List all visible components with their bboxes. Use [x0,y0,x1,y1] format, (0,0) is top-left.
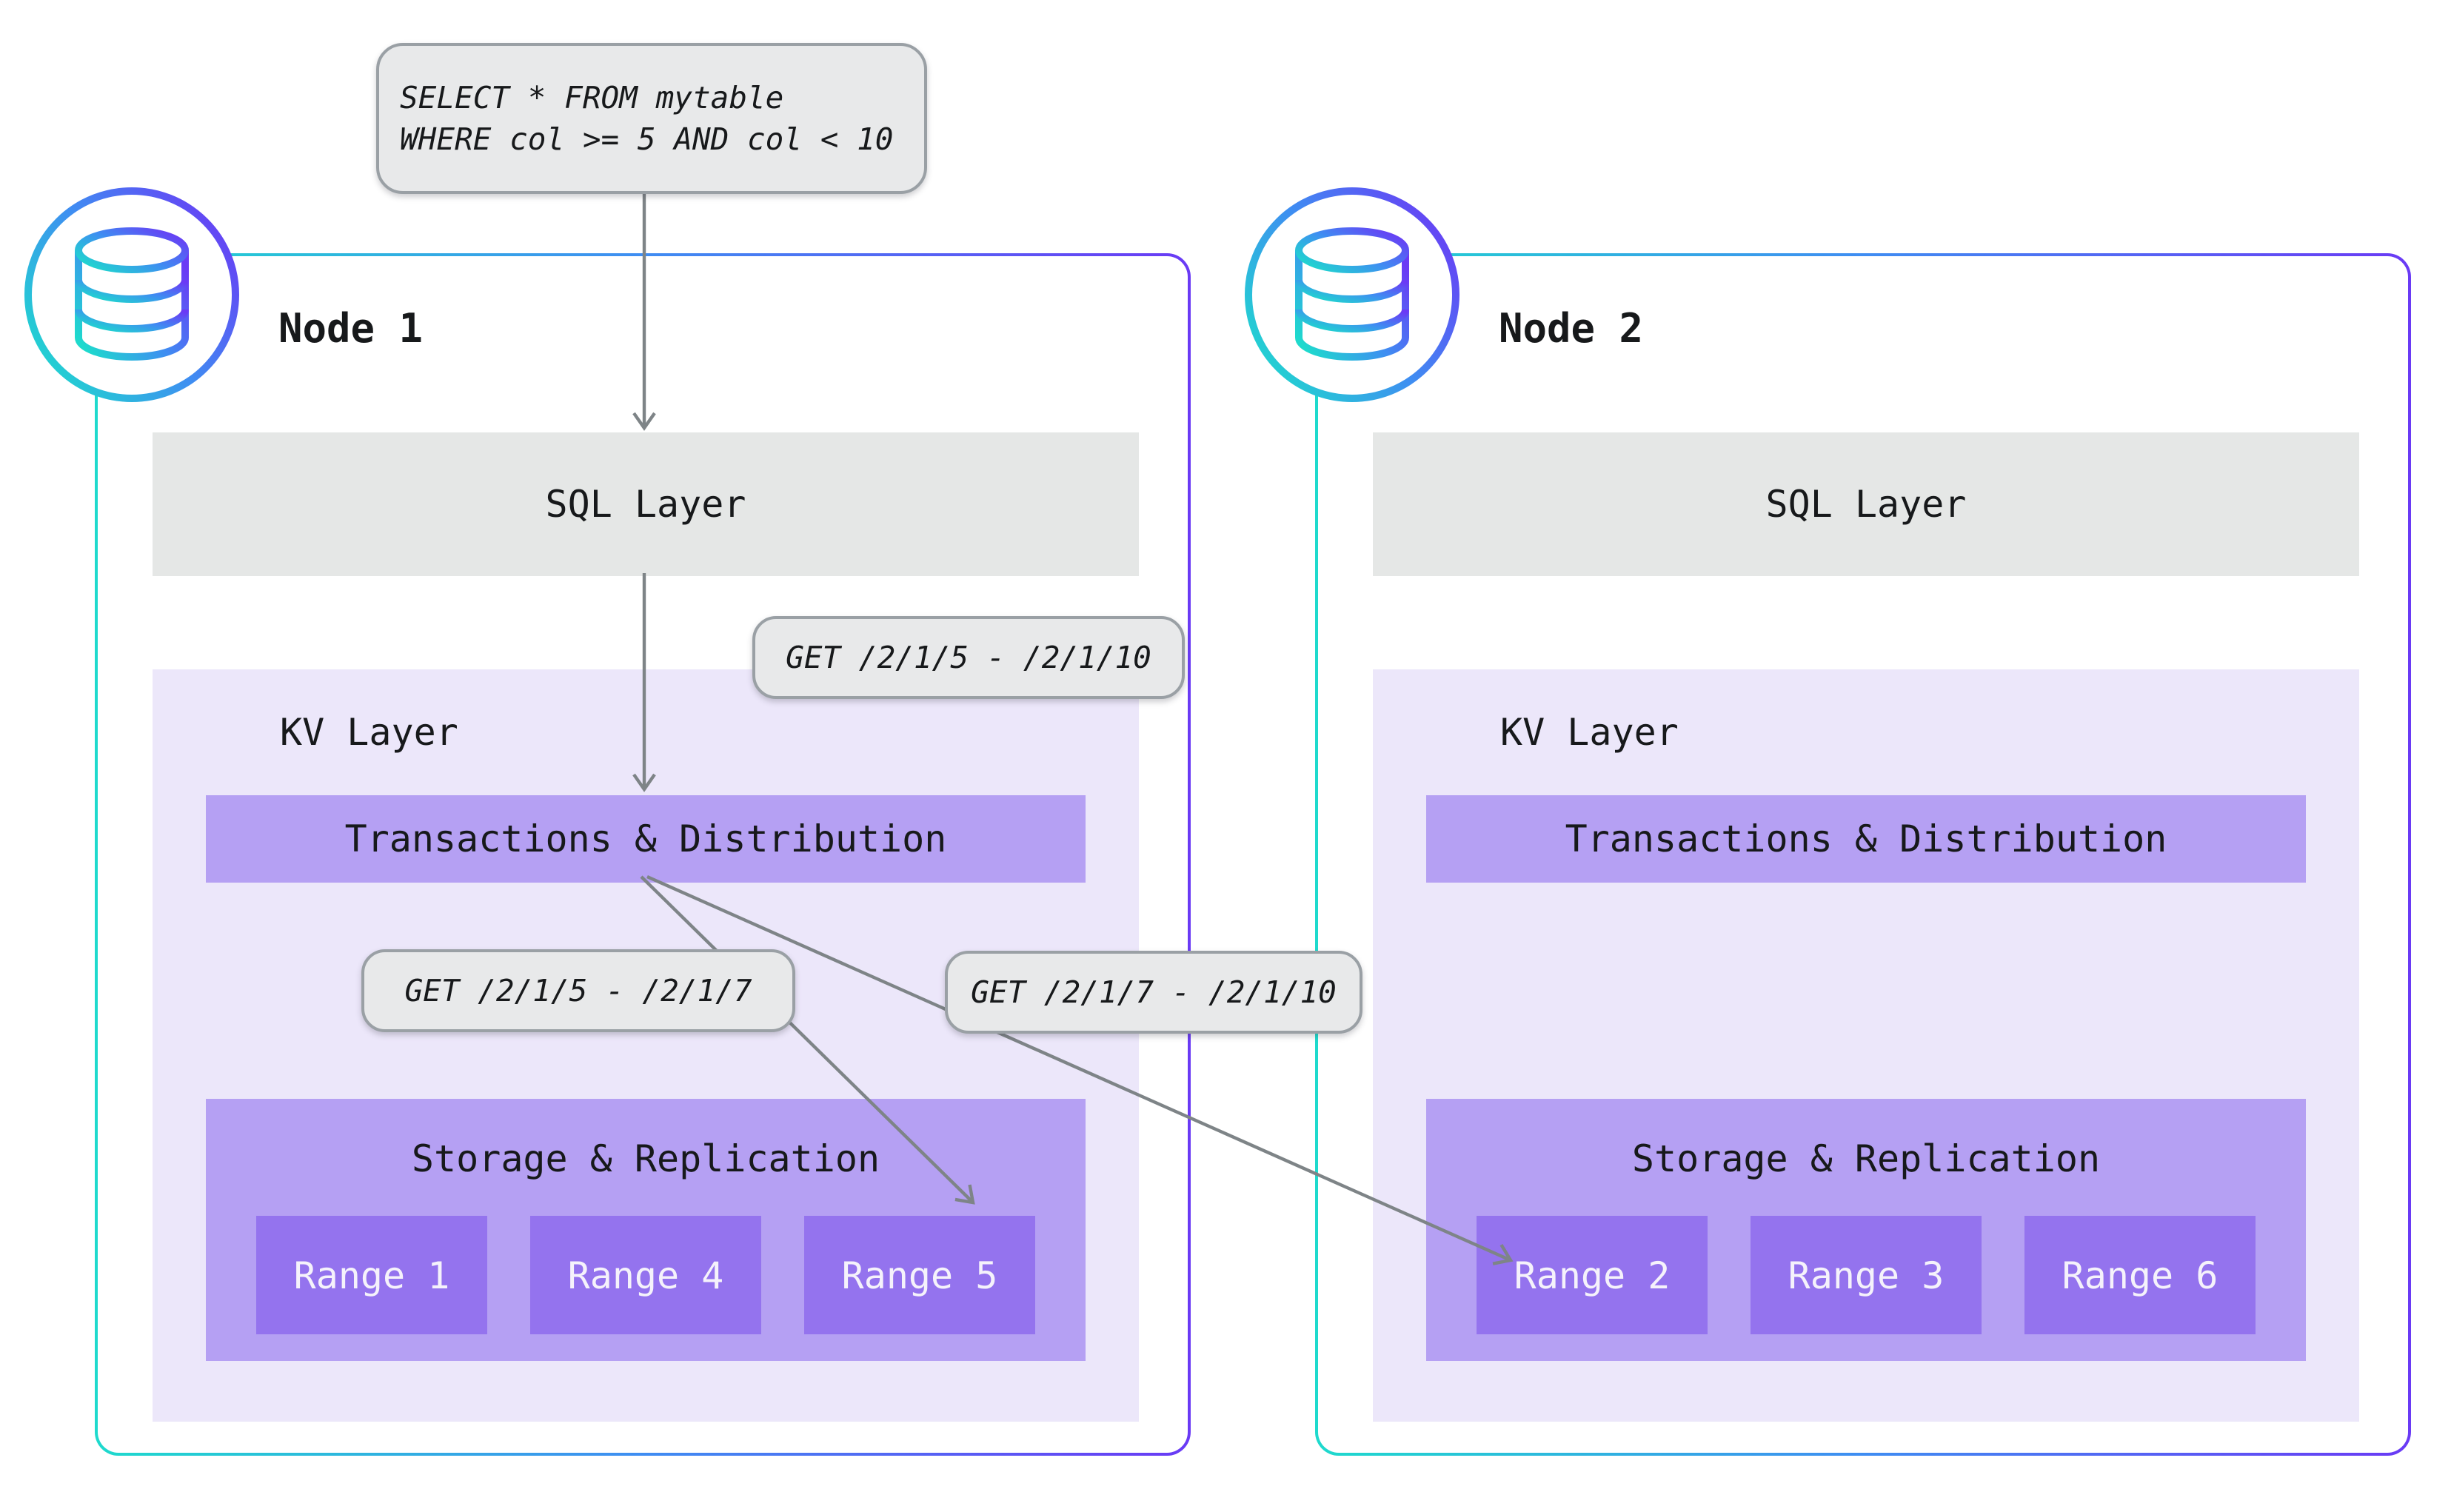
kv-layer-label: KV Layer [280,711,458,754]
range-box: Range 2 [1477,1216,1708,1334]
database-icon [1245,187,1459,402]
sql-query-box: SELECT * FROM mytable WHERE col >= 5 AND… [376,43,927,194]
ranges-row: Range 1 Range 4 Range 5 [256,1216,1035,1334]
kv-layer-label: KV Layer [1500,711,1679,754]
node-title: Node 1 [278,307,424,352]
transactions-distribution-bar: Transactions & Distribution [1426,795,2306,883]
ranges-row: Range 2 Range 3 Range 6 [1477,1216,2256,1334]
storage-replication-box: Storage & Replication Range 1 Range 4 Ra… [206,1099,1086,1361]
database-icon [24,187,239,402]
node-2-container: Node 2 SQL Layer KV Layer Transactions &… [1245,187,2411,1456]
node-1-container: Node 1 SQL Layer KV Layer Transactions &… [24,187,1191,1456]
sql-layer-box: SQL Layer [153,432,1139,576]
range-box: Range 1 [256,1216,487,1334]
range-box: Range 4 [530,1216,761,1334]
sql-query-line-2: WHERE col >= 5 AND col < 10 [400,121,894,157]
get-request-pill-left-split: GET /2/1/5 - /2/1/7 [361,949,795,1032]
kv-layer-box: KV Layer Transactions & Distribution Sto… [153,669,1139,1422]
transactions-distribution-bar: Transactions & Distribution [206,795,1086,883]
range-box: Range 5 [804,1216,1035,1334]
get-request-pill-full-range: GET /2/1/5 - /2/1/10 [752,616,1185,699]
range-box: Range 3 [1751,1216,1982,1334]
kv-layer-box: KV Layer Transactions & Distribution Sto… [1373,669,2359,1422]
storage-replication-box: Storage & Replication Range 2 Range 3 Ra… [1426,1099,2306,1361]
sql-query-line-1: SELECT * FROM mytable [400,80,784,116]
get-request-pill-right-split: GET /2/1/7 - /2/1/10 [945,951,1362,1034]
sql-layer-box: SQL Layer [1373,432,2359,576]
range-box: Range 6 [2024,1216,2256,1334]
node-title: Node 2 [1499,307,1644,352]
storage-replication-label: Storage & Replication [411,1137,880,1180]
storage-replication-label: Storage & Replication [1631,1137,2101,1180]
